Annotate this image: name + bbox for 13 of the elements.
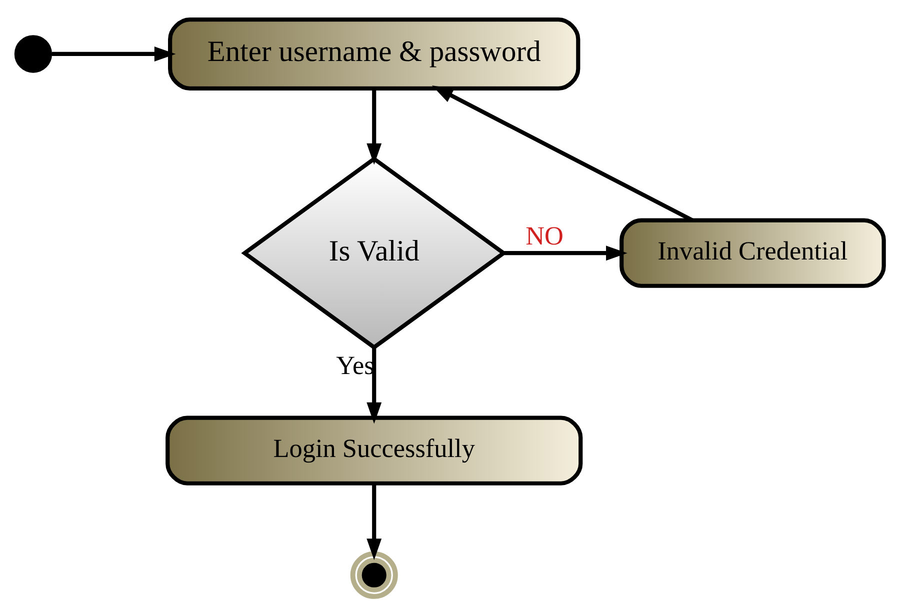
arrow — [366, 482, 382, 560]
node-box: Invalid Credential — [620, 218, 886, 288]
arrow — [432, 85, 694, 222]
node-diamond: Is Valid — [241, 156, 508, 350]
node-box: Login Successfully — [166, 415, 583, 485]
arrow — [366, 347, 382, 424]
arrow — [52, 46, 176, 61]
node-box: Enter username & password — [168, 17, 580, 90]
arrow — [366, 88, 382, 164]
edge-label: NO — [526, 221, 564, 250]
node-circle — [350, 550, 398, 598]
arrow — [504, 245, 628, 260]
node-circle — [14, 34, 52, 72]
